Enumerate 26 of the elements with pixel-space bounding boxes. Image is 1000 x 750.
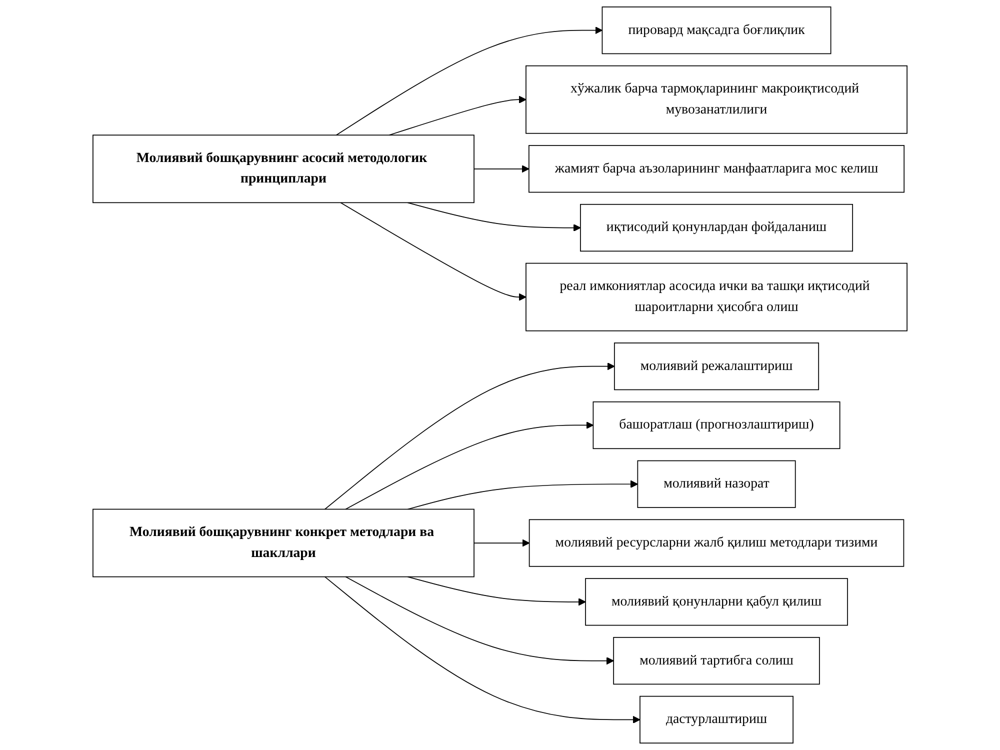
arrow xyxy=(345,421,594,510)
node-box: Молиявий бошқарувнинг конкрет методлари ва шакллари xyxy=(92,508,474,578)
node-box: реал имкониятлар асосида ички ва ташқи иқтисодий шароитларни ҳисобга олиш xyxy=(526,262,908,332)
node-box: башоратлаш (прогнозлаштириш) xyxy=(592,401,840,450)
node-box: иқтисодий қонунлардан фойдаланиш xyxy=(580,204,854,252)
node-box: жамият барча аъзоларининг манфаатларига мос келиш xyxy=(528,145,905,193)
node-box: молиявий ресурсларни жалб қилиш методлари тизими xyxy=(528,519,904,567)
arrow xyxy=(324,362,615,510)
node-box: хўжалик барча тармоқларининг макроиқтисодий мувозанатлилиги xyxy=(526,65,908,134)
arrow xyxy=(474,539,530,547)
arrow xyxy=(388,96,526,136)
arrow xyxy=(474,165,530,173)
node-box: дастурлаштириш xyxy=(640,696,794,744)
arrow xyxy=(324,576,640,724)
node-box: молиявий режалаштириш xyxy=(614,342,820,390)
node-box: молиявий қонунларни қабул қилиш xyxy=(585,578,848,626)
node-box: молиявий назорат xyxy=(637,460,796,508)
arrow xyxy=(345,576,614,665)
arrow xyxy=(407,202,581,232)
arrow xyxy=(407,480,638,510)
node-box: Молиявий бошқарувнинг асосий методологик принциплари xyxy=(92,134,474,204)
arrow xyxy=(340,202,526,301)
arrow xyxy=(336,26,603,136)
node-box: молиявий тартибга солиш xyxy=(613,636,820,685)
arrow xyxy=(407,576,586,606)
node-box: пировард мақсадга боғлиқлик xyxy=(602,6,832,54)
